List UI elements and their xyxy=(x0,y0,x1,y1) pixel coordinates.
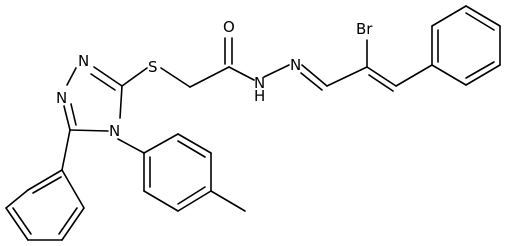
bond-nh-n xyxy=(263,64,290,78)
bond-n4-c3 xyxy=(119,85,123,119)
bond-c3-s xyxy=(121,67,148,87)
lower-phenyl-bond-1-inner xyxy=(32,176,62,194)
atom-label-triazole-n4: N xyxy=(109,122,120,140)
tolyl-bond-4 xyxy=(177,190,212,212)
right-phenyl-bond-5 xyxy=(465,64,501,86)
lower-phenyl-bond-5-inner xyxy=(58,207,78,235)
tolyl-bond-2 xyxy=(177,133,212,154)
lower-phenyl-bond-1 xyxy=(27,169,63,191)
atom-label-imine-n: N xyxy=(290,56,301,74)
right-phenyl-bond-6 xyxy=(431,64,467,86)
atom-label-hydrazide-h: H xyxy=(254,87,265,105)
tolyl-bond-5 xyxy=(143,190,179,212)
bond-cbr-ch-double xyxy=(368,74,394,92)
tolyl-bond-4-inner xyxy=(177,186,206,205)
right-phenyl-bond-5-inner xyxy=(465,61,495,79)
atom-label-bromine: Br xyxy=(356,20,373,38)
bond-s-ch2 xyxy=(160,67,191,88)
bond-n4-tolyl xyxy=(117,138,145,154)
bond-c3-n2 xyxy=(93,66,123,87)
bond-n-ch xyxy=(301,64,328,87)
bond-ch-phenyl xyxy=(395,64,433,87)
lower-phenyl-bond-3 xyxy=(5,207,29,241)
right-phenyl-bond-2 xyxy=(431,5,467,27)
lower-phenyl-bond-3-inner xyxy=(12,207,32,235)
bond-c3-n2-double xyxy=(90,73,116,91)
lower-phenyl-bond-5 xyxy=(61,207,85,241)
atom-labels: S O N H N Br N N N xyxy=(56,18,373,140)
bond-co-nh xyxy=(228,66,255,81)
atom-label-sulfur: S xyxy=(148,58,158,76)
right-phenyl-bond-3 xyxy=(465,5,501,27)
right-phenyl-bond-3-inner xyxy=(465,12,495,31)
tolyl-bond-2-inner xyxy=(177,140,206,158)
lower-phenyl-bond-6 xyxy=(61,169,85,209)
bond-lines xyxy=(5,5,501,241)
bond-n2-n1 xyxy=(66,67,77,86)
atom-label-triazole-n2: N xyxy=(78,52,89,70)
bond-c5-n4 xyxy=(69,129,109,132)
bond-n1-c5 xyxy=(63,105,71,131)
bond-n1-c5-double xyxy=(70,103,77,126)
atom-label-triazole-n1: N xyxy=(56,89,67,107)
bond-c5-phenyl xyxy=(61,129,71,171)
atom-label-oxygen: O xyxy=(223,18,235,36)
bond-ch2-co xyxy=(189,66,230,88)
atom-label-hydrazide-n: N xyxy=(254,74,265,92)
lower-phenyl-bond-2 xyxy=(5,189,29,209)
tolyl-methyl-bond xyxy=(210,190,246,212)
bond-cbr-ch xyxy=(366,66,397,87)
bond-n-ch-double xyxy=(300,72,323,91)
tolyl-bond-1 xyxy=(143,133,179,154)
bond-ch-cbr xyxy=(326,66,368,87)
